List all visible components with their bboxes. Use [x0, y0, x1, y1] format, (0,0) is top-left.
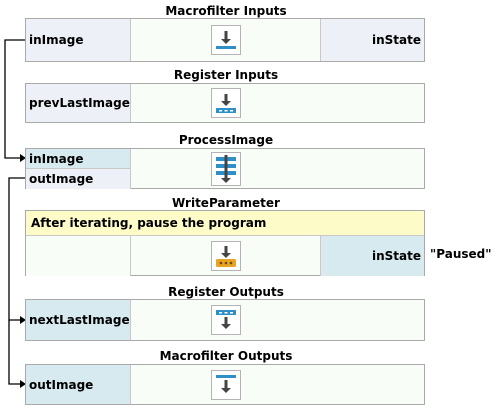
- register-inputs-block[interactable]: prevLastImage: [25, 83, 425, 123]
- macrofilter-inputs-title: Macrofilter Inputs: [165, 4, 287, 18]
- arrowhead-icon: [20, 316, 26, 324]
- arrowhead-icon: [20, 380, 26, 388]
- macrofilter-input-icon: [211, 25, 241, 55]
- writeparameter-block[interactable]: After iterating, pause the program inSta…: [25, 210, 425, 276]
- macrofilter-outputs-block[interactable]: outImage: [25, 364, 425, 405]
- processimage-inimage-port[interactable]: inImage: [26, 149, 131, 169]
- writeparameter-instate-port[interactable]: inState: [320, 236, 424, 276]
- register-inputs-title: Register Inputs: [173, 68, 279, 82]
- processimage-title: ProcessImage: [178, 133, 274, 147]
- instate-output-port[interactable]: inState: [320, 19, 424, 61]
- writeparameter-comment: After iterating, pause the program: [26, 211, 424, 236]
- macrofilter-output-icon: [211, 369, 241, 400]
- processimage-block[interactable]: inImage outImage: [25, 148, 425, 189]
- processimage-icon: [211, 151, 241, 186]
- register-output-icon: [211, 305, 241, 335]
- nextlastimage-port[interactable]: nextLastImage: [26, 300, 131, 340]
- prevlastimage-port[interactable]: prevLastImage: [26, 84, 131, 122]
- wire-inimage-to-processimage: [4, 39, 25, 159]
- register-outputs-title: Register Outputs: [168, 285, 284, 299]
- register-outputs-block[interactable]: nextLastImage: [25, 299, 425, 341]
- wire-outimage-to-nextlastimage: [8, 177, 25, 321]
- writeparameter-icon: [211, 241, 241, 271]
- inimage-input-port[interactable]: inImage: [26, 19, 131, 61]
- processimage-outimage-port[interactable]: outImage: [26, 169, 131, 189]
- register-input-icon: [211, 88, 241, 118]
- instate-value: "Paused": [430, 247, 492, 261]
- writeparameter-title: WriteParameter: [172, 196, 280, 210]
- macrofilter-outputs-title: Macrofilter Outputs: [159, 349, 293, 363]
- wire-outimage-to-macrofilter-output: [8, 320, 20, 385]
- macrofilter-outimage-port[interactable]: outImage: [26, 365, 131, 404]
- macrofilter-inputs-block[interactable]: inImage inState: [25, 18, 425, 62]
- arrowhead-icon: [20, 154, 26, 162]
